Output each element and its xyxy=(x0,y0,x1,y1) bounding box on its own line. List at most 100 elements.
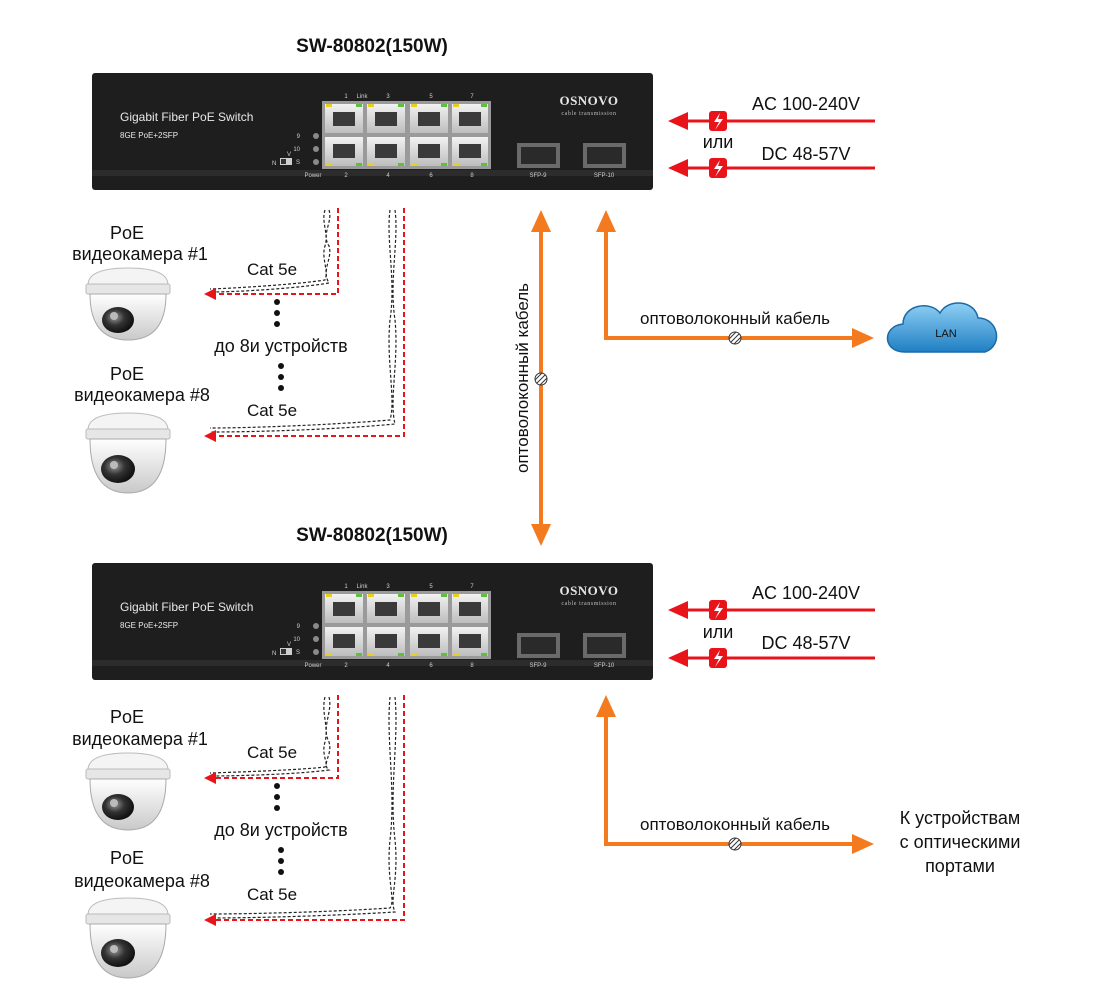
lightning-icon xyxy=(709,600,727,620)
arrow-left-icon xyxy=(668,112,688,130)
svg-text:1: 1 xyxy=(344,94,348,100)
rj45-port xyxy=(367,627,405,656)
switch-1-brand-logo: OSNOVO xyxy=(559,93,618,108)
switch-1-sfp-10 xyxy=(583,143,626,168)
svg-text:5: 5 xyxy=(429,584,433,590)
camera-8-label-line2: видеокамера #8 xyxy=(74,385,210,405)
arrow-left-icon xyxy=(204,914,216,926)
dome-camera-icon xyxy=(85,412,171,494)
rj45-port xyxy=(410,137,448,166)
rj45-port xyxy=(410,627,448,656)
or-label: или xyxy=(703,132,734,152)
switch-2-panel-subtitle: 8GE PoE+2SFP xyxy=(120,621,178,630)
devices-label-line2: с оптическими xyxy=(900,832,1021,852)
switch-2-brand-logo: OSNOVO xyxy=(559,583,618,598)
dc-voltage-label: DC 48-57V xyxy=(761,144,850,164)
switch-2-rj45-ports xyxy=(322,591,491,659)
power-label: Power xyxy=(304,663,321,669)
sfp-label: SFP-10 xyxy=(594,173,615,179)
arrow-up-icon xyxy=(596,210,616,232)
cable-label-cam8: Cat 5e xyxy=(247,885,297,904)
camera-group-top: Cat 5e Cat 5e PoE видеокамера #1 PoE вид… xyxy=(72,208,405,494)
lightning-icon xyxy=(709,111,727,131)
dome-camera-icon xyxy=(85,897,171,979)
camera-1-label-line2: видеокамера #1 xyxy=(72,729,208,749)
switch-1-panel-title: Gigabit Fiber PoE Switch xyxy=(120,110,253,124)
rj45-port xyxy=(410,104,448,133)
camera-1-label-line1: PoE xyxy=(110,707,144,727)
devices-count-label: до 8и устройств xyxy=(214,336,348,356)
svg-text:Link: Link xyxy=(356,584,368,590)
led-label-s: S xyxy=(296,650,300,656)
camera-1-label-line2: видеокамера #1 xyxy=(72,244,208,264)
rj45-port xyxy=(367,137,405,166)
svg-text:8: 8 xyxy=(470,663,474,669)
switch-1-model-title: SW-80802(150W) xyxy=(296,36,448,57)
fiber-link-between-switches: оптоволоконный кабель xyxy=(513,210,551,546)
rj45-port xyxy=(367,594,405,623)
arrow-left-icon xyxy=(204,772,216,784)
switch-1-rj45-ports xyxy=(322,101,491,169)
dip-label-v: V xyxy=(287,152,291,158)
camera-8-label-line2: видеокамера #8 xyxy=(74,871,210,891)
fiber-connector-icon xyxy=(728,837,742,851)
devices-label-line1: К устройствам xyxy=(900,808,1021,828)
lan-label: LAN xyxy=(935,328,956,340)
fiber-devices-label: оптоволоконный кабель xyxy=(640,815,830,834)
camera-8-label-line1: PoE xyxy=(110,364,144,384)
dome-camera-icon xyxy=(85,267,171,341)
switch-2-panel-title: Gigabit Fiber PoE Switch xyxy=(120,600,253,614)
switch-2: SW-80802(150W) Gigabit Fiber PoE Switch … xyxy=(92,525,653,680)
devices-count-label: до 8и устройств xyxy=(214,820,348,840)
led-label-9: 9 xyxy=(297,624,301,630)
camera-group-bottom: Cat 5e Cat 5e PoE видеокамера #1 PoE вид… xyxy=(72,695,405,979)
led-label-10: 10 xyxy=(293,637,300,643)
switch-1: SW-80802(150W) Gigabit Fiber PoE Switch … xyxy=(92,36,653,190)
switch-1-sfp-9 xyxy=(517,143,560,168)
fiber-link-to-lan: оптоволоконный кабель xyxy=(596,210,874,348)
led xyxy=(313,146,319,152)
svg-text:3: 3 xyxy=(386,94,390,100)
ac-voltage-label: AC 100-240V xyxy=(752,94,860,114)
svg-text:8: 8 xyxy=(470,173,474,179)
svg-text:7: 7 xyxy=(470,94,474,100)
arrow-right-icon xyxy=(852,328,874,348)
arrow-right-icon xyxy=(852,834,874,854)
led-label-10: 10 xyxy=(293,147,300,153)
svg-text:6: 6 xyxy=(429,663,433,669)
ac-voltage-label: AC 100-240V xyxy=(752,583,860,603)
svg-text:2: 2 xyxy=(344,173,348,179)
devices-label-line3: портами xyxy=(925,856,995,876)
lightning-icon xyxy=(709,648,727,668)
svg-text:4: 4 xyxy=(386,663,390,669)
arrow-down-icon xyxy=(531,524,551,546)
dc-voltage-label: DC 48-57V xyxy=(761,633,850,653)
rj45-port xyxy=(325,594,363,623)
power-inputs-bottom: AC 100-240V или DC 48-57V xyxy=(668,583,875,668)
fiber-connector-icon xyxy=(534,372,548,386)
rj45-port xyxy=(452,104,488,133)
switch-2-model-title: SW-80802(150W) xyxy=(296,525,448,546)
ellipsis-dots-icon xyxy=(274,299,284,391)
dip-label-n: N xyxy=(272,161,276,167)
arrow-left-icon xyxy=(204,288,216,300)
dip-label-v: V xyxy=(287,642,291,648)
power-inputs-top: AC 100-240V или DC 48-57V xyxy=(668,94,875,178)
switch-2-brand-sub: cable transmission xyxy=(561,601,616,607)
fiber-link-to-devices: оптоволоконный кабель xyxy=(596,695,874,854)
arrow-left-icon xyxy=(668,649,688,667)
switch-1-panel-subtitle: 8GE PoE+2SFP xyxy=(120,131,178,140)
rj45-port xyxy=(367,104,405,133)
ellipsis-dots-icon xyxy=(274,783,284,875)
rj45-port xyxy=(410,594,448,623)
led xyxy=(313,133,319,139)
fiber-vertical-label: оптоволоконный кабель xyxy=(513,283,532,473)
arrow-left-icon xyxy=(204,430,216,442)
svg-text:3: 3 xyxy=(386,584,390,590)
rj45-port xyxy=(325,137,363,166)
svg-text:1: 1 xyxy=(344,584,348,590)
svg-text:6: 6 xyxy=(429,173,433,179)
camera-8-label-line1: PoE xyxy=(110,848,144,868)
led xyxy=(313,159,319,165)
